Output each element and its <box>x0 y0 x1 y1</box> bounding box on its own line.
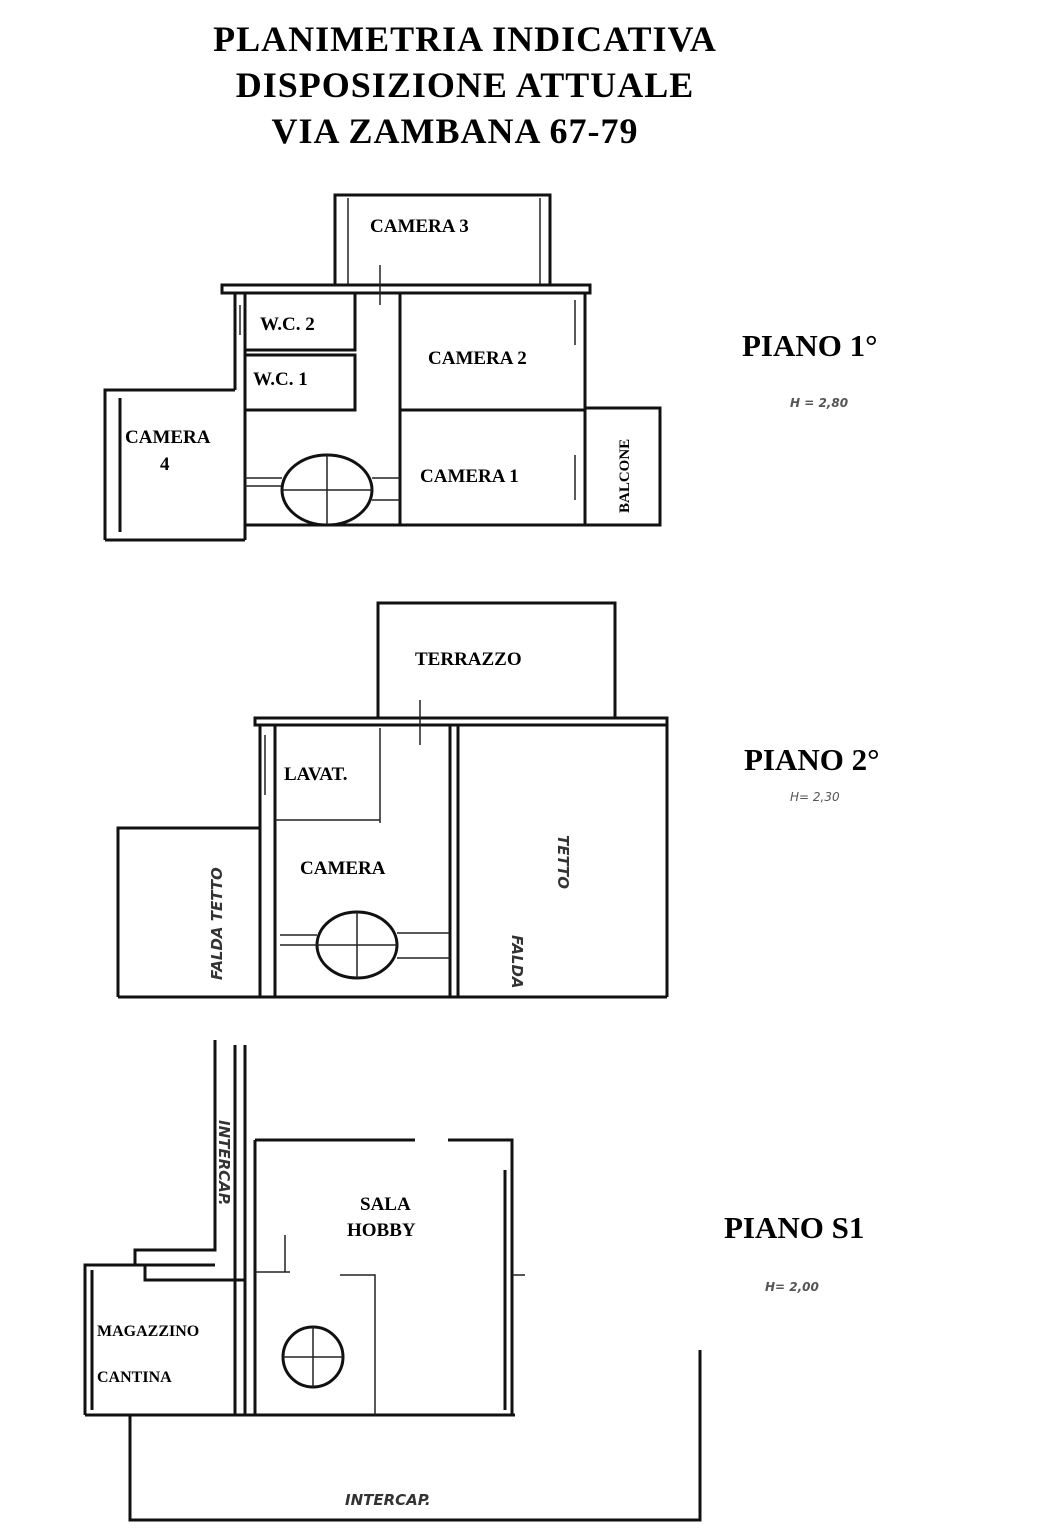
piano-2-height: H= 2,30 <box>790 790 840 804</box>
room-magazzino: MAGAZZINO <box>97 1323 199 1340</box>
piano-s1-label: PIANO S1 <box>724 1210 865 1245</box>
label-intercapedine-bottom: INTERCAP. <box>345 1491 431 1509</box>
piano-1-height: H = 2,80 <box>790 396 849 410</box>
room-camera-3: CAMERA 3 <box>370 216 469 237</box>
room-camera-4-number: 4 <box>160 454 170 475</box>
room-balcone: BALCONE <box>617 439 633 513</box>
room-cantina: CANTINA <box>97 1369 172 1386</box>
room-camera-1: CAMERA 1 <box>420 466 519 487</box>
label-tetto-right: TETTO <box>554 835 572 889</box>
piano-2-label: PIANO 2° <box>744 742 880 777</box>
piano-1-plan: CAMERA 3 W.C. 2 W.C. 1 CAMERA 2 CAMERA 1… <box>103 193 662 542</box>
room-hobby: HOBBY <box>347 1220 416 1241</box>
title-line-3: VIA ZAMBANA 67-79 <box>271 111 639 151</box>
piano-2-plan: TERRAZZO LAVAT. CAMERA FALDA TETTO FALDA… <box>116 601 669 999</box>
room-lavatoio: LAVAT. <box>284 764 348 785</box>
label-intercapedine-vertical: INTERCAP. <box>215 1120 233 1206</box>
label-falda-tetto-left: FALDA TETTO <box>208 867 226 980</box>
piano-s1-plan: SALA HOBBY MAGAZZINO CANTINA INTERCAP. I… <box>83 1040 702 1522</box>
room-camera-4: CAMERA <box>125 427 211 448</box>
title-line-1: PLANIMETRIA INDICATIVA <box>213 19 717 59</box>
piano-s1-height: H= 2,00 <box>765 1280 819 1294</box>
room-camera: CAMERA <box>300 858 386 879</box>
title-line-2: DISPOSIZIONE ATTUALE <box>235 65 695 105</box>
room-terrazzo: TERRAZZO <box>415 649 522 670</box>
room-wc-2: W.C. 2 <box>260 314 315 335</box>
piano-1-label: PIANO 1° <box>742 328 878 363</box>
room-camera-2: CAMERA 2 <box>428 348 527 369</box>
room-sala: SALA <box>360 1194 411 1215</box>
room-wc-1: W.C. 1 <box>253 369 308 390</box>
label-falda-right: FALDA <box>508 935 526 989</box>
